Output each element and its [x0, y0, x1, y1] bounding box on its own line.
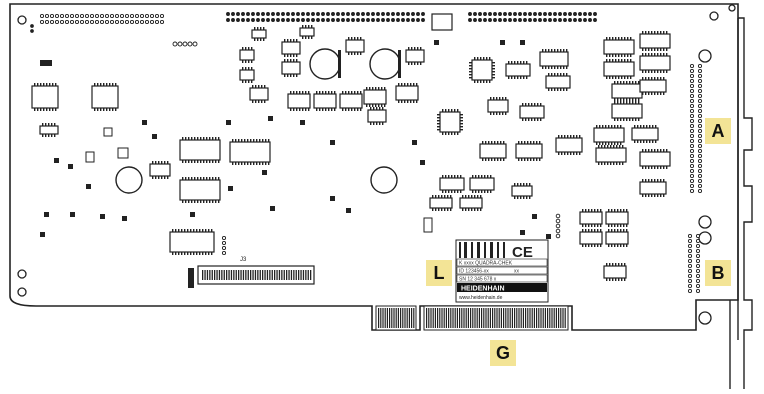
misc-components [40, 13, 453, 288]
barcode [459, 242, 505, 258]
label-line-2-suffix: xx [514, 269, 520, 275]
j3-connector: J3 [197, 257, 315, 285]
mounting-bracket [729, 17, 753, 389]
label-line-1: K xxxx QUADRA-CHEK [459, 261, 513, 267]
capacitor-markings [338, 50, 401, 78]
ic-chips [31, 25, 671, 281]
large-capacitors [115, 48, 401, 194]
ce-mark: CE [512, 244, 533, 261]
edge-connector [375, 305, 569, 331]
edge-connector-fingers [378, 308, 566, 328]
mounting-holes [17, 4, 736, 297]
brand-url: www.heidenhain.de [459, 295, 503, 301]
j3-label: J3 [240, 257, 247, 263]
callout-b: B [705, 260, 731, 286]
label-line-3: SN 12 345 678 x [459, 277, 497, 283]
pin-headers [30, 12, 703, 294]
callout-a: A [705, 118, 731, 144]
callout-l: L [426, 260, 452, 286]
callout-g: G [490, 340, 516, 366]
brand-name: HEIDENHAIN [461, 286, 505, 293]
id-label: CE K xxxx QUADRA-CHEK ID 123456-xx xx SN… [455, 239, 549, 303]
connector-rings [698, 49, 712, 325]
label-line-2: ID 123456-xx [459, 269, 489, 275]
